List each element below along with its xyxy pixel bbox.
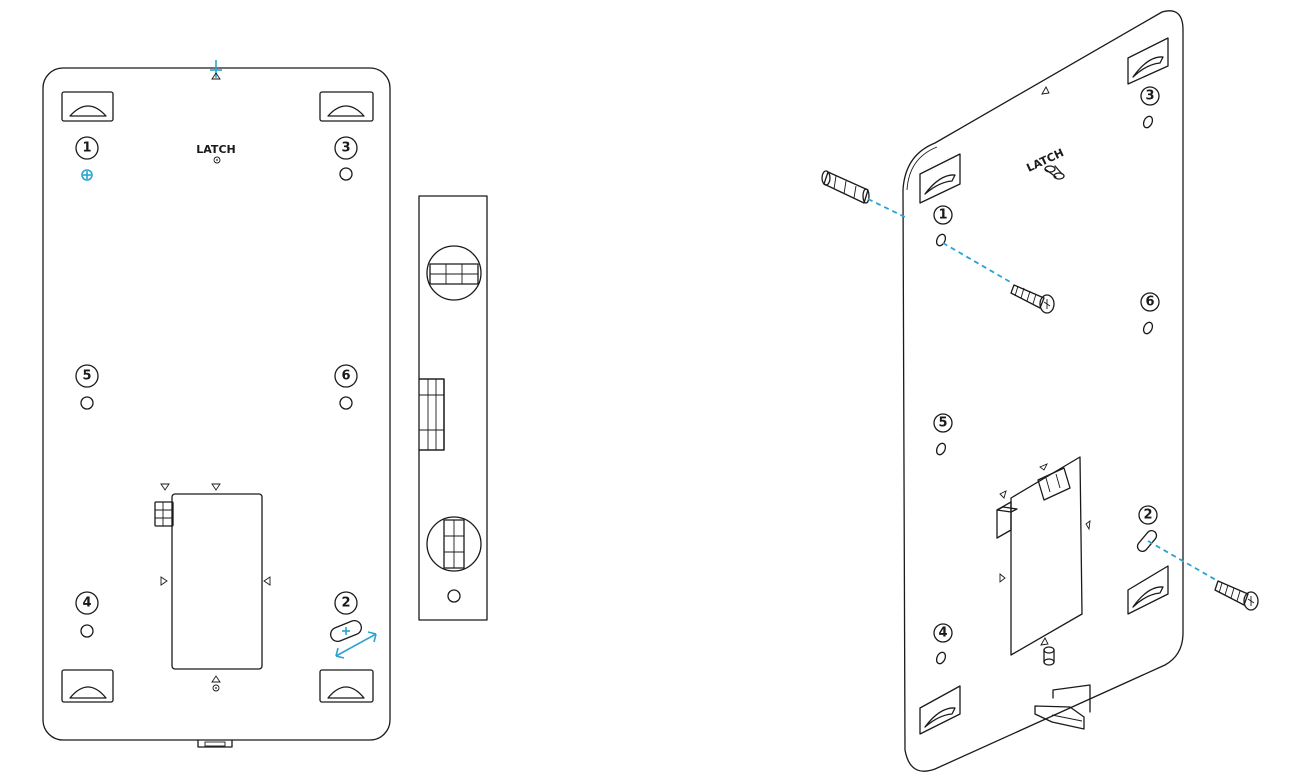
front-latch-label: LATCH bbox=[196, 143, 235, 156]
anchor-guide-line bbox=[867, 198, 908, 219]
iso-hole-2: 2 bbox=[1136, 505, 1158, 553]
front-view-plate: LATCH 1 3 5 6 4 bbox=[42, 60, 391, 748]
hole-3: 3 bbox=[334, 136, 358, 181]
iso-hole-1-number: 1 bbox=[938, 208, 947, 223]
hole-5: 5 bbox=[75, 364, 99, 410]
iso-plate-outline bbox=[902, 10, 1184, 772]
hole-2: 2 bbox=[330, 591, 377, 659]
iso-slot-top-left bbox=[919, 153, 961, 204]
iso-slot-bottom-right bbox=[1127, 565, 1169, 615]
top-alignment-mark bbox=[210, 60, 222, 80]
iso-hole-4-number: 4 bbox=[938, 626, 947, 641]
level-hang-hole bbox=[447, 589, 461, 603]
iso-hole-5: 5 bbox=[933, 413, 953, 456]
corner-slot-top-right bbox=[319, 91, 374, 122]
hole-1-number: 1 bbox=[82, 141, 91, 156]
corner-slot-bottom-right bbox=[319, 669, 374, 703]
upper-screw-guide-line bbox=[942, 242, 1013, 284]
iso-hole-4: 4 bbox=[933, 623, 953, 665]
hole-2-slot bbox=[330, 619, 362, 643]
latch-pin-top bbox=[213, 156, 221, 164]
corner-slot-top-left bbox=[61, 91, 114, 122]
iso-hole-1: 1 bbox=[933, 205, 953, 247]
iso-hole-6-number: 6 bbox=[1145, 295, 1154, 310]
corner-slot-bottom-left bbox=[61, 669, 114, 703]
iso-center-cutout bbox=[996, 456, 1091, 666]
iso-slot-bottom-left bbox=[919, 685, 961, 735]
hole-4-number: 4 bbox=[82, 596, 91, 611]
iso-hole-2-number: 2 bbox=[1143, 508, 1152, 523]
horizontal-bubble-vial bbox=[426, 245, 482, 301]
side-view-level bbox=[418, 195, 488, 621]
iso-view-plate: LATCH 3 1 6 5 2 bbox=[821, 10, 1259, 772]
iso-hole-3-number: 3 bbox=[1145, 89, 1154, 104]
center-cutout bbox=[154, 483, 271, 692]
screw-lower bbox=[1214, 580, 1259, 611]
hole-6-number: 6 bbox=[341, 369, 350, 384]
wall-anchor bbox=[821, 170, 870, 204]
hole-6: 6 bbox=[334, 364, 358, 410]
hole-1: 1 bbox=[75, 136, 99, 181]
bottom-tab bbox=[197, 739, 233, 748]
iso-latch-pin bbox=[1044, 165, 1065, 180]
iso-slot-top-right bbox=[1127, 37, 1169, 85]
lower-screw-guide-line bbox=[1147, 540, 1217, 581]
iso-hole-5-number: 5 bbox=[938, 416, 947, 431]
iso-bottom-tab bbox=[1034, 684, 1091, 730]
slot-adjust-arrow bbox=[335, 631, 377, 659]
hole-5-number: 5 bbox=[82, 369, 91, 384]
front-plate-outline bbox=[42, 67, 391, 741]
hole-2-number: 2 bbox=[341, 596, 350, 611]
iso-hole-3: 3 bbox=[1140, 86, 1160, 129]
iso-hole-6: 6 bbox=[1140, 292, 1160, 335]
vertical-bubble-vial bbox=[426, 516, 482, 572]
hole-1-target bbox=[81, 169, 93, 181]
hole-4: 4 bbox=[75, 591, 99, 638]
iso-hole-2-slot bbox=[1136, 529, 1158, 553]
screw-upper bbox=[1010, 284, 1055, 314]
hole-3-number: 3 bbox=[341, 141, 350, 156]
